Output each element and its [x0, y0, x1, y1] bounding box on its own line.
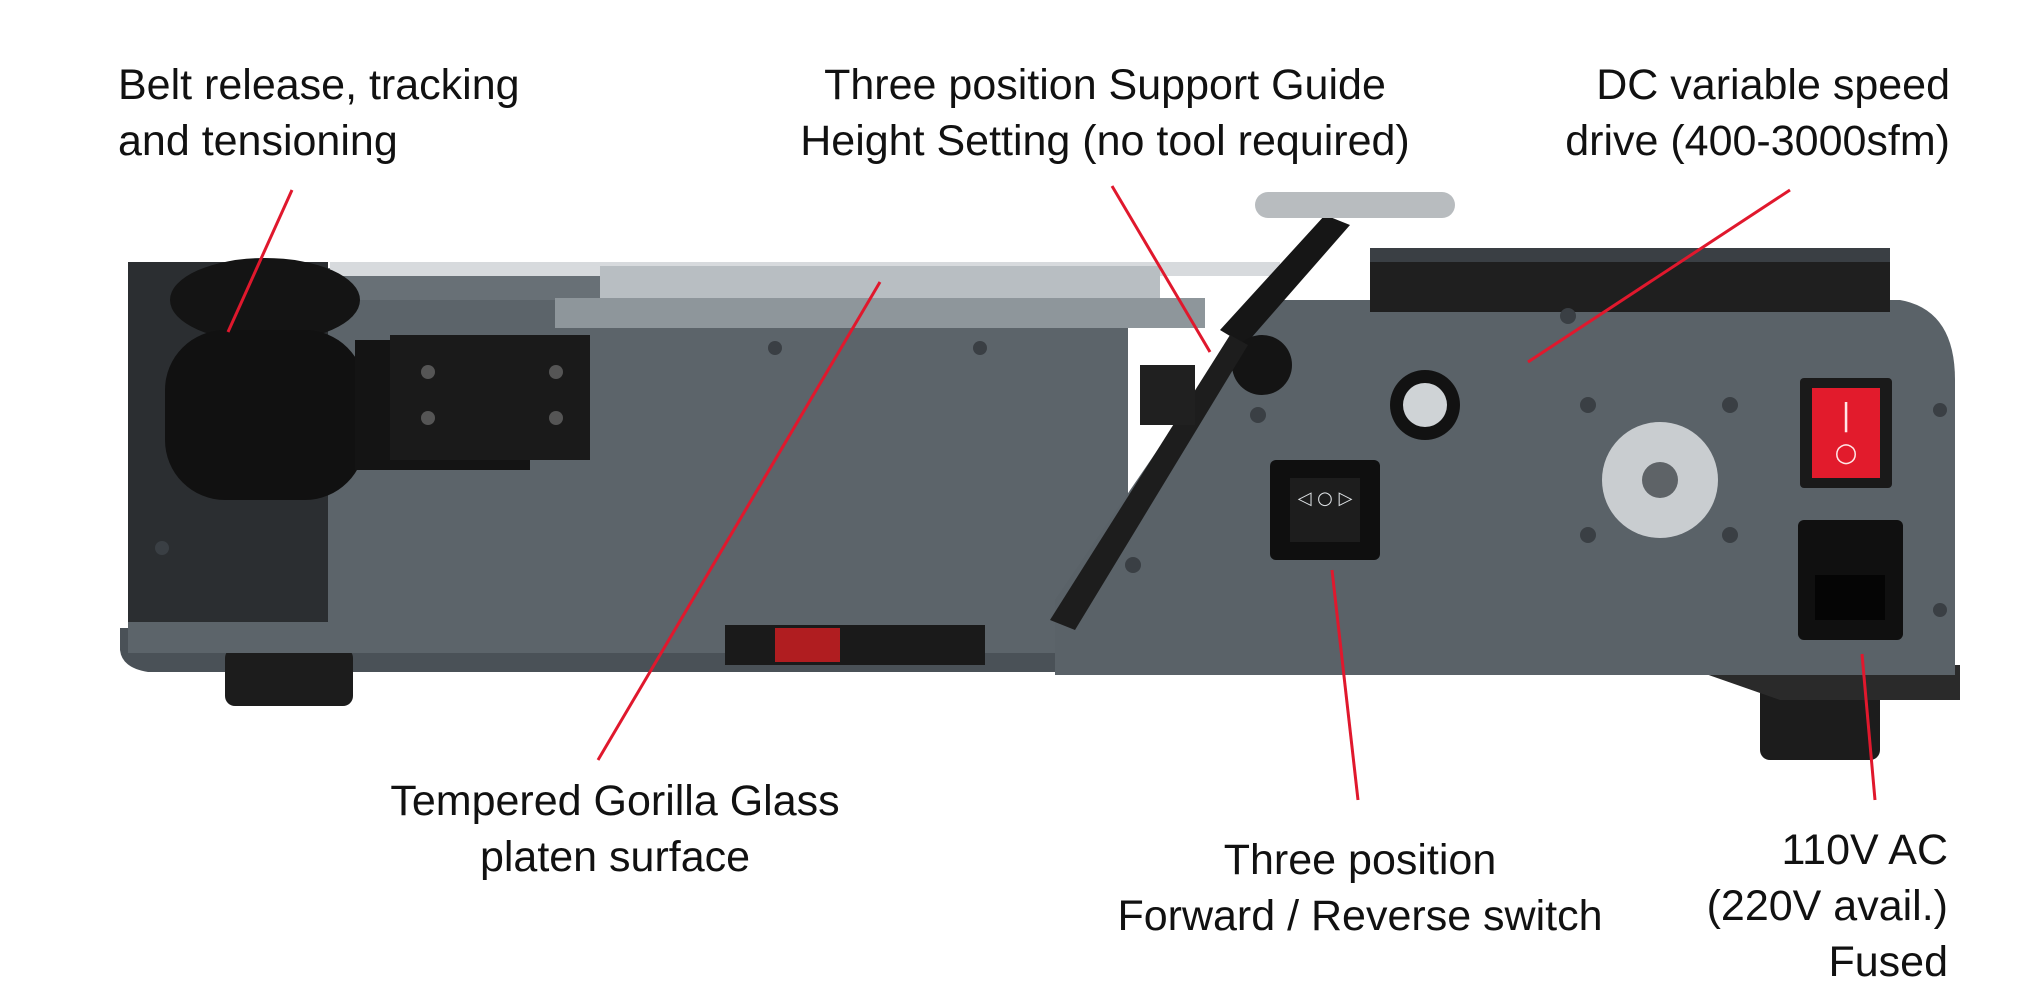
callout-gorilla-glass: Tempered Gorilla Glass platen surface [390, 777, 840, 881]
callout-support-guide: Three position Support Guide Height Sett… [800, 61, 1410, 165]
callout-belt-release: Belt release, tracking and tensioning [118, 61, 520, 165]
power-on-symbol: | [1840, 398, 1852, 433]
callout-power-inlet: 110V AC (220V avail.) Fused [1706, 826, 1948, 986]
callout-dc-drive: DC variable speed drive (400-3000sfm) [1565, 61, 1950, 165]
power-off-symbol: ○ [1834, 438, 1858, 468]
forward-reverse-symbols: ◁ ○ ▷ [1297, 488, 1353, 509]
callout-fwd-rev-switch: Three position Forward / Reverse switch [1117, 836, 1603, 940]
